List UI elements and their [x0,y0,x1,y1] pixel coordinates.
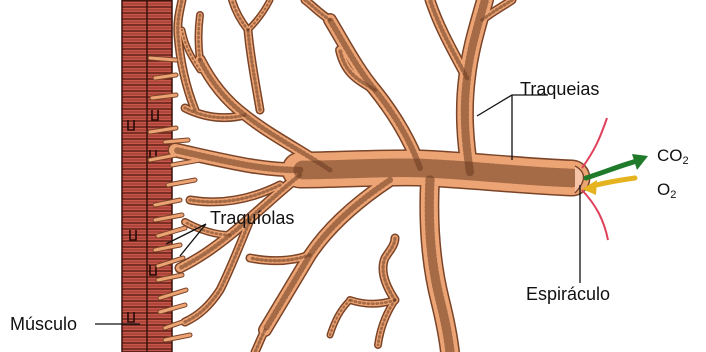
o2-text: O [657,180,670,199]
tracheole-1 [150,58,176,60]
co2-arrow [586,154,648,178]
tracheal-rings [175,0,572,352]
label-espiraculo: Espiráculo [526,285,610,303]
traqueias-leader [477,95,548,160]
tracheole-18 [165,140,188,142]
label-musculo: Músculo [10,315,77,333]
label-o2: O2 [657,181,676,201]
co2-subscript: 2 [683,155,689,167]
branch-up-2b-rings [305,0,330,20]
label-co2: CO2 [657,147,689,167]
co2-text: CO [657,146,683,165]
o2-subscript: 2 [670,189,676,201]
label-traquiolas: Traquíolas [210,209,294,227]
main-trachea-rings [300,168,572,178]
label-traqueias: Traqueias [520,80,599,98]
branch-up-1a-rings [430,0,467,78]
